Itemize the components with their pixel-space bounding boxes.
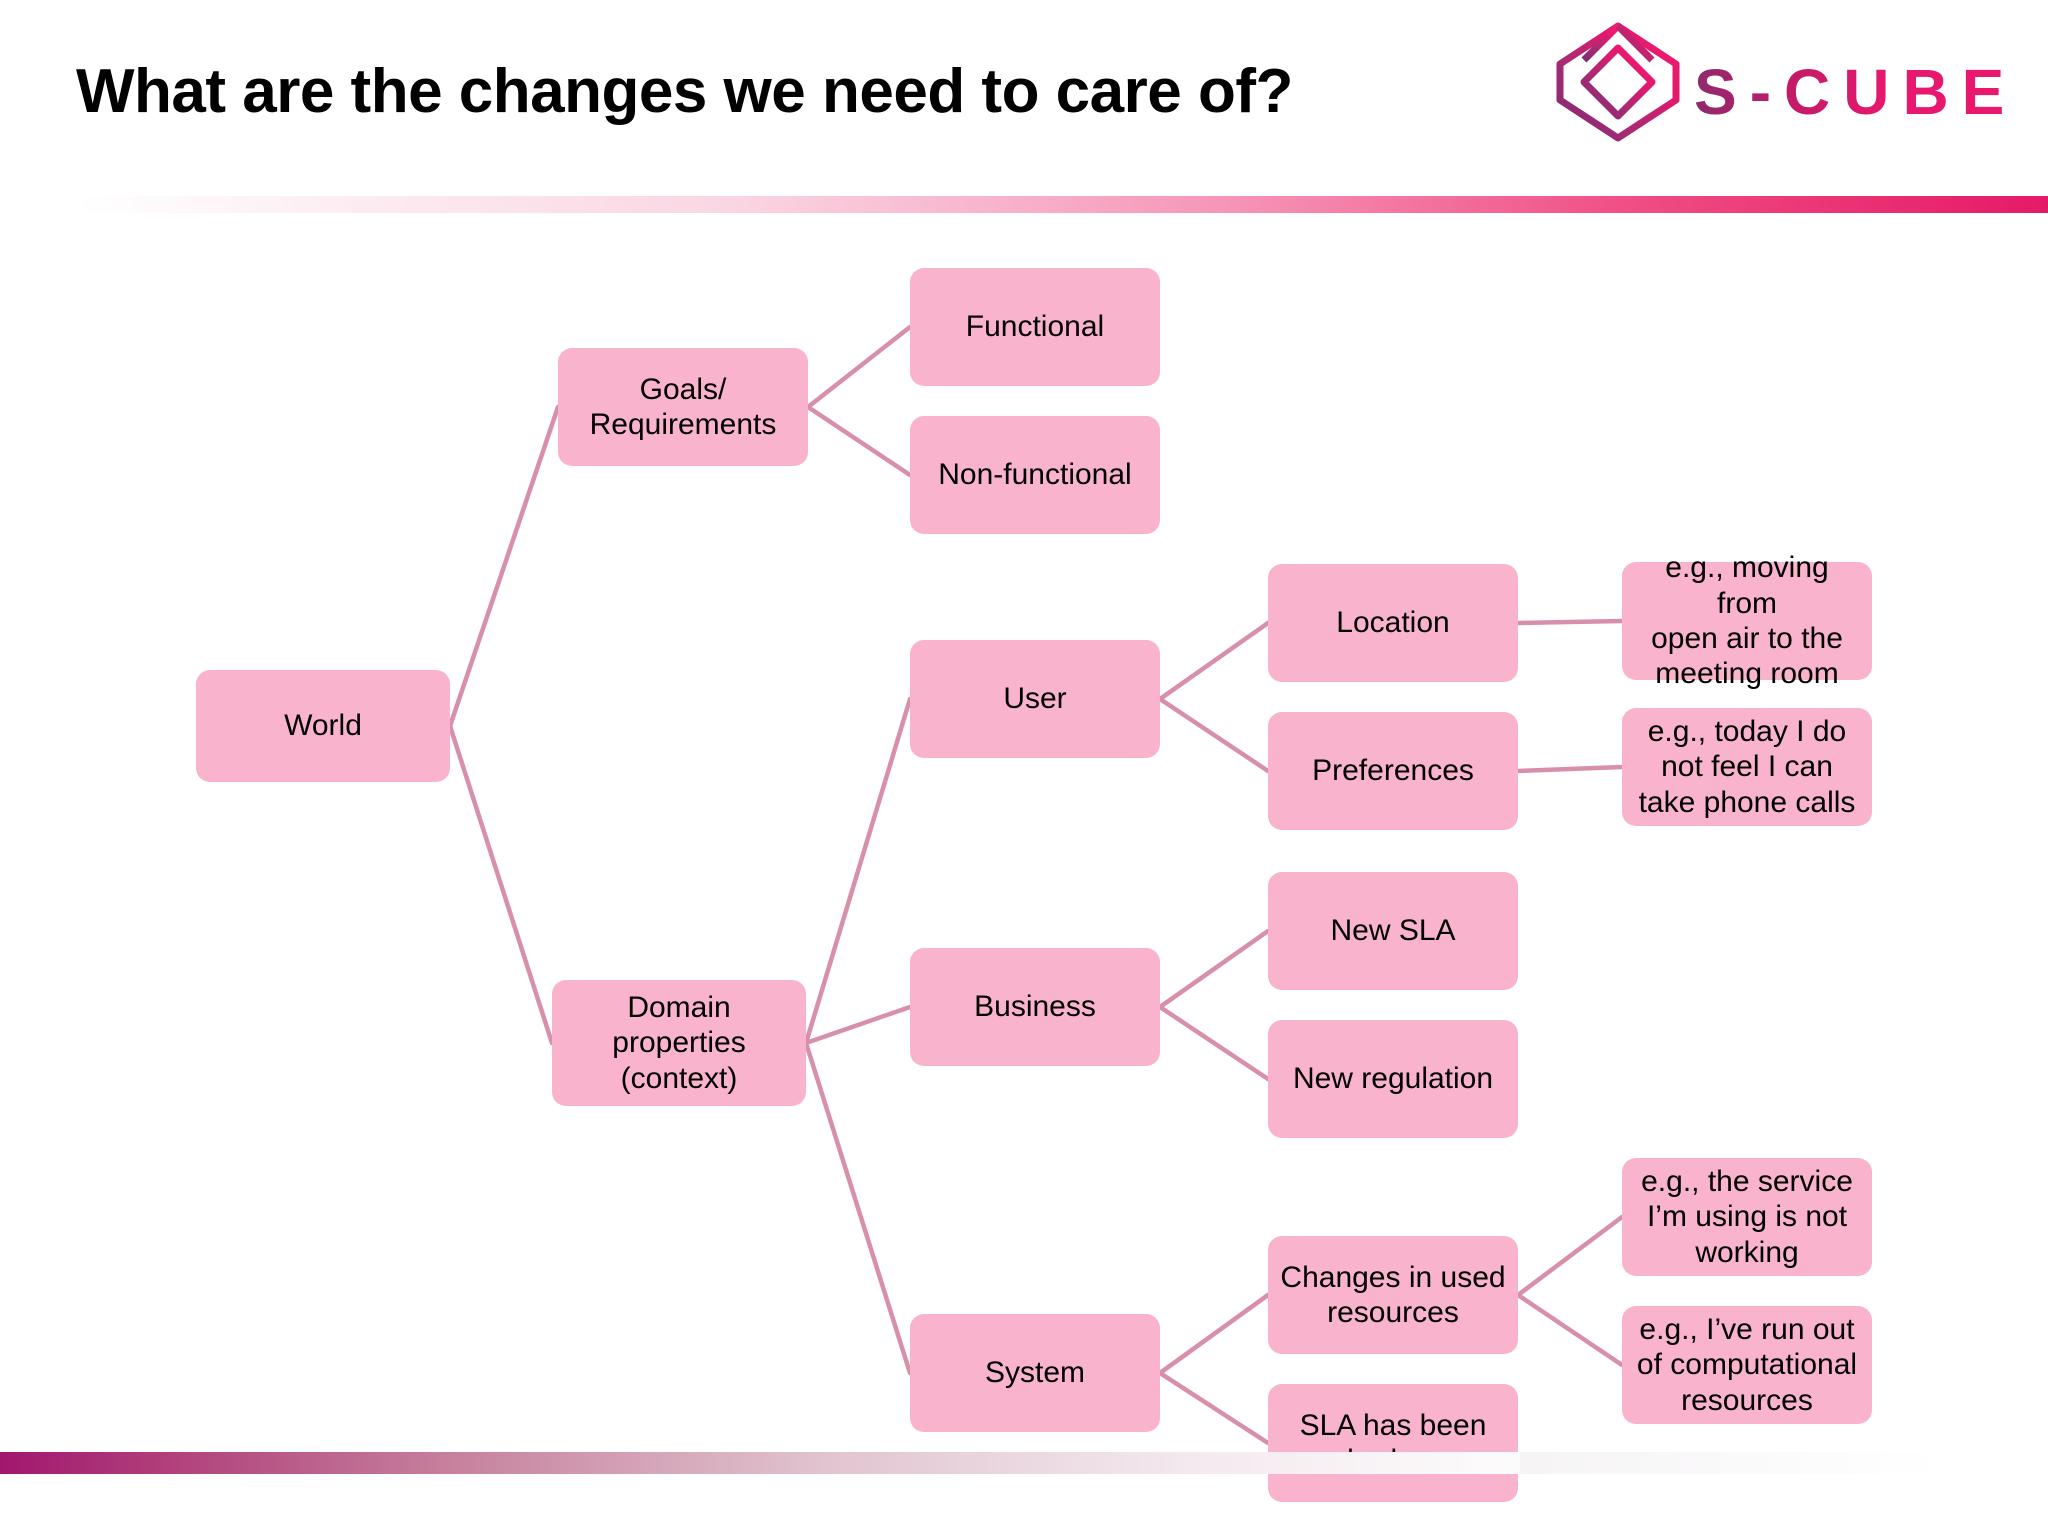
diagram-node-label: Domain properties (context)	[612, 990, 746, 1095]
connector-domain-to-system	[803, 1040, 913, 1376]
diagram-node-location[interactable]: Location	[1268, 564, 1518, 682]
diagram-node-functional[interactable]: Functional	[910, 268, 1160, 386]
connector-changes-to-eg-resources	[1515, 1292, 1625, 1368]
diagram-node-eg-location[interactable]: e.g., moving from open air to the meetin…	[1622, 551, 1872, 690]
header-accent-bar	[78, 196, 2048, 213]
diagram-node-newregulation[interactable]: New regulation	[1268, 1020, 1518, 1138]
s-cube-logo: S-CUBE	[1548, 8, 2016, 148]
connector-domain-to-business	[803, 1004, 913, 1046]
cube-outline-icon	[1556, 22, 1680, 142]
connector-domain-to-user	[803, 696, 913, 1046]
connector-system-to-changes	[1157, 1292, 1271, 1376]
diagram-node-label: Goals/ Requirements	[589, 372, 777, 441]
page-title: What are the changes we need to care of?	[76, 56, 1293, 126]
diagram-node-changes[interactable]: Changes in used resources	[1268, 1236, 1518, 1354]
diagram-node-newsla[interactable]: New SLA	[1268, 872, 1518, 990]
diagram-node-label: Business	[974, 990, 1096, 1024]
diagram-node-goals[interactable]: Goals/ Requirements	[558, 348, 808, 466]
connector-system-to-slabroken	[1157, 1370, 1271, 1446]
connector-business-to-newsla	[1157, 928, 1271, 1010]
diagram-node-business[interactable]: Business	[910, 948, 1160, 1066]
diagram-node-label: e.g., the service I’m using is not worki…	[1641, 1164, 1853, 1269]
connector-goals-to-functional	[805, 324, 913, 410]
diagram-node-label: Changes in used resources	[1280, 1260, 1506, 1329]
diagram-node-domain[interactable]: Domain properties (context)	[552, 980, 806, 1106]
diagram-node-nonfunctional[interactable]: Non-functional	[910, 416, 1160, 534]
diagram-node-user[interactable]: User	[910, 640, 1160, 758]
diagram-node-label: e.g., moving from open air to the meetin…	[1651, 551, 1843, 691]
connector-user-to-location	[1157, 620, 1271, 702]
diagram-node-slabroken[interactable]: SLA has been broken	[1268, 1384, 1518, 1502]
diagram-node-system[interactable]: System	[910, 1314, 1160, 1432]
footer-accent-bar	[0, 1452, 1650, 1474]
diagram-node-eg-resources[interactable]: e.g., I’ve run out of computational reso…	[1622, 1306, 1872, 1424]
connector-world-to-goals	[447, 404, 561, 729]
diagram-node-label: e.g., today I do not feel I can take pho…	[1638, 714, 1856, 819]
diagram-node-label: World	[284, 709, 362, 743]
diagram-node-label: New SLA	[1330, 914, 1456, 948]
connector-changes-to-eg-service	[1515, 1214, 1625, 1298]
diagram-node-eg-preferences[interactable]: e.g., today I do not feel I can take pho…	[1622, 708, 1872, 826]
diagram-node-eg-service[interactable]: e.g., the service I’m using is not worki…	[1622, 1158, 1872, 1276]
diagram-node-label: User	[1003, 682, 1067, 716]
connector-goals-to-nonfunctional	[805, 404, 913, 478]
connector-user-to-preferences	[1157, 696, 1271, 774]
connector-preferences-to-eg-preferences	[1515, 764, 1625, 774]
diagram-node-label: System	[984, 1356, 1086, 1390]
diagram-node-label: Non-functional	[938, 458, 1132, 492]
diagram-node-world[interactable]: World	[196, 670, 450, 782]
diagram-node-label: Location	[1336, 606, 1450, 640]
connector-world-to-domain	[447, 723, 555, 1046]
diagram-node-label: e.g., I’ve run out of computational reso…	[1636, 1312, 1858, 1417]
diagram-node-preferences[interactable]: Preferences	[1268, 712, 1518, 830]
connector-business-to-newregulation	[1157, 1004, 1271, 1082]
connector-location-to-eg-location	[1515, 618, 1625, 626]
footer-accent-bar-tail	[1520, 1452, 1940, 1474]
diagram-node-label: Functional	[965, 310, 1105, 344]
diagram-node-label: New regulation	[1292, 1062, 1494, 1096]
logo-wordmark: S-CUBE	[1694, 56, 2018, 128]
diagram-node-label: Preferences	[1312, 754, 1474, 788]
